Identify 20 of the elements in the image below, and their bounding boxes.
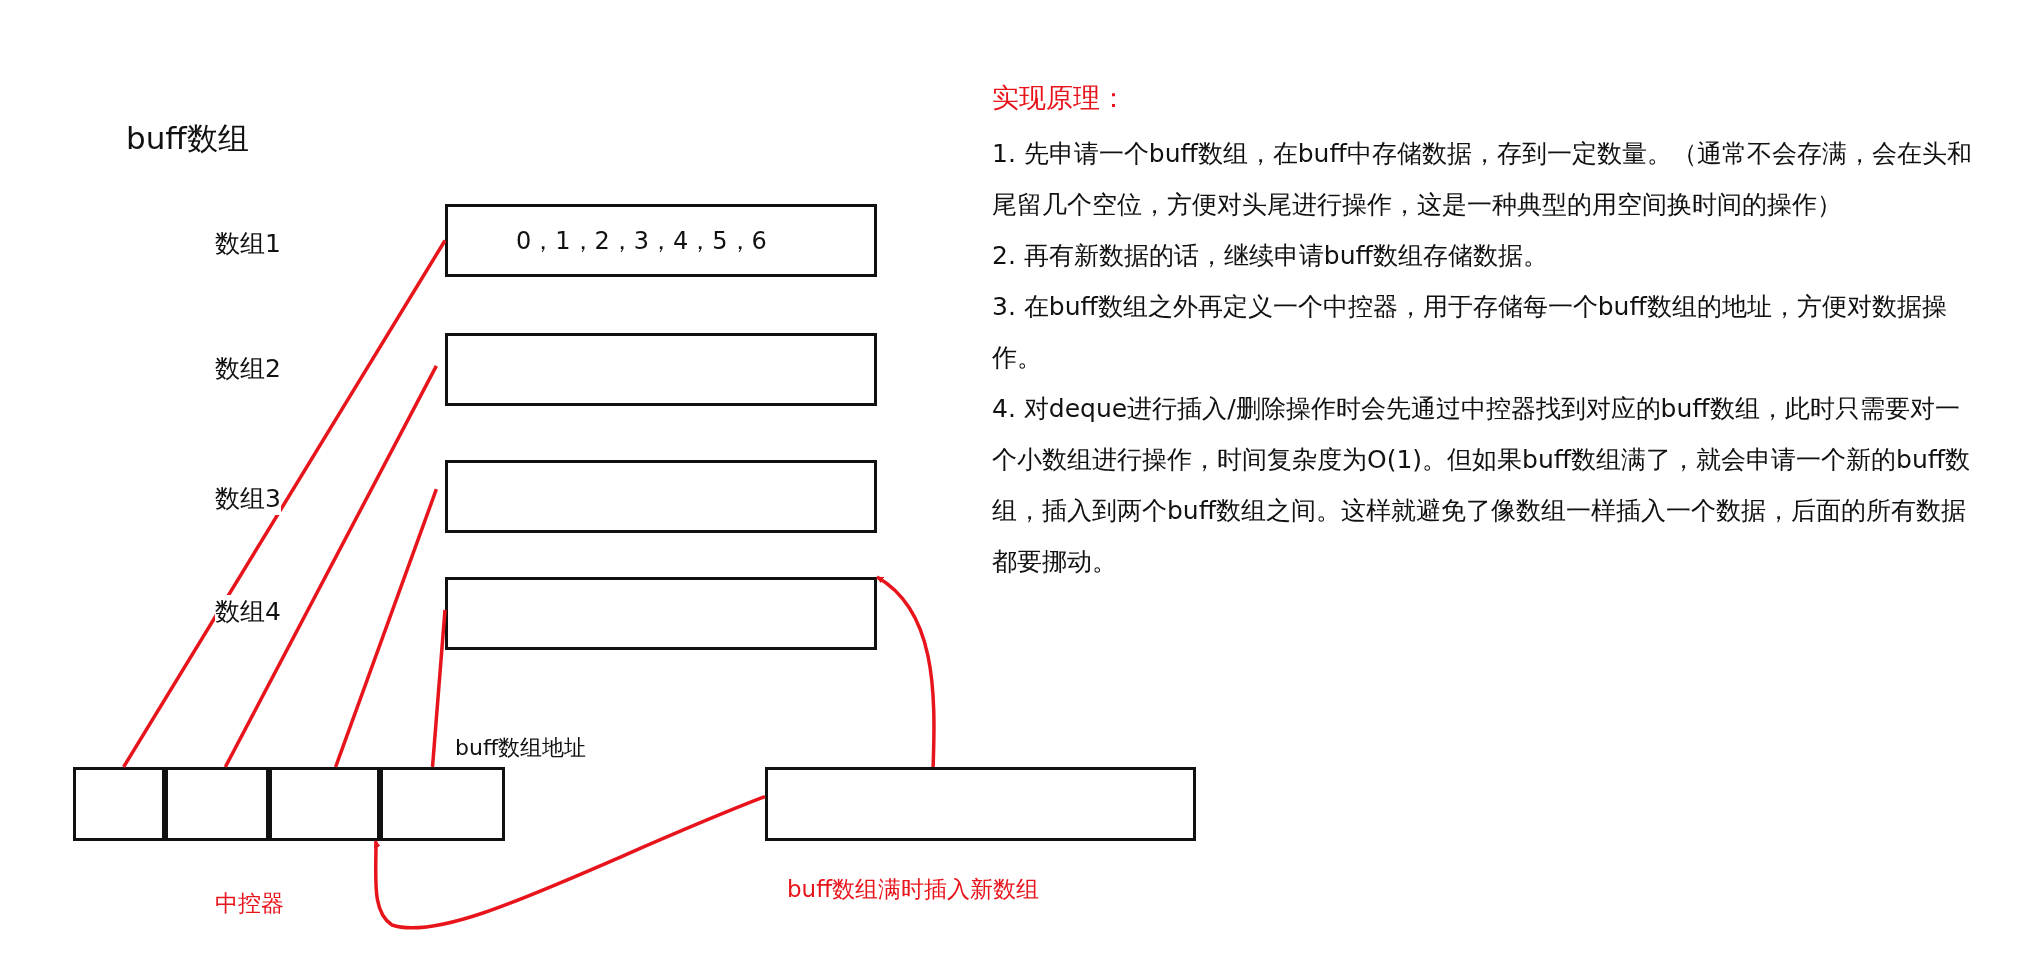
node-label: 中控器 <box>215 889 284 918</box>
address-cell <box>269 767 380 841</box>
array-values: 0，1，2，3，4，5，6 <box>516 226 767 257</box>
address-label: buff数组地址 <box>455 734 587 762</box>
array-box <box>445 577 877 650</box>
node-label: buff数组满时插入新数组 <box>787 875 1040 904</box>
arrow <box>876 575 936 768</box>
array-box <box>445 333 877 406</box>
numbered-paragraph: 3. 在buff数组之外再定义一个中控器，用于存储每一个buff数组的地址，方便对数据操作。 <box>992 291 1948 374</box>
title: buff数组 <box>126 119 249 158</box>
array-box <box>445 460 877 533</box>
array-box <box>765 767 1196 841</box>
numbered-paragraph: 1. 先申请一个buff数组，在buff中存储数据，存到一定数量。（通常不会存满，会在头和尾留几个空位，方便对头尾进行操作，这是一种典型的用空间换时间的操作） <box>992 138 1973 221</box>
numbered-paragraph: 4. 对deque进行插入/删除操作时会先通过中控器找到对应的buff数组，此时只需要对一个小数组进行操作，时间复杂度为O(1)。但如果buff数组满了，就会申请一个新的buff数组，插入到两个buff数组之间。这样就避免了像数组一样插入一个数据，后面的所有数据都要挪动。 <box>992 393 1971 578</box>
array-box <box>445 204 877 277</box>
array-box <box>73 767 505 841</box>
arrow <box>373 794 766 930</box>
numbered-paragraph: 2. 再有新数据的话，继续申请buff数组存储数据。 <box>992 240 1549 272</box>
address-cell <box>165 767 269 841</box>
heading: 实现原理： <box>992 81 1127 115</box>
